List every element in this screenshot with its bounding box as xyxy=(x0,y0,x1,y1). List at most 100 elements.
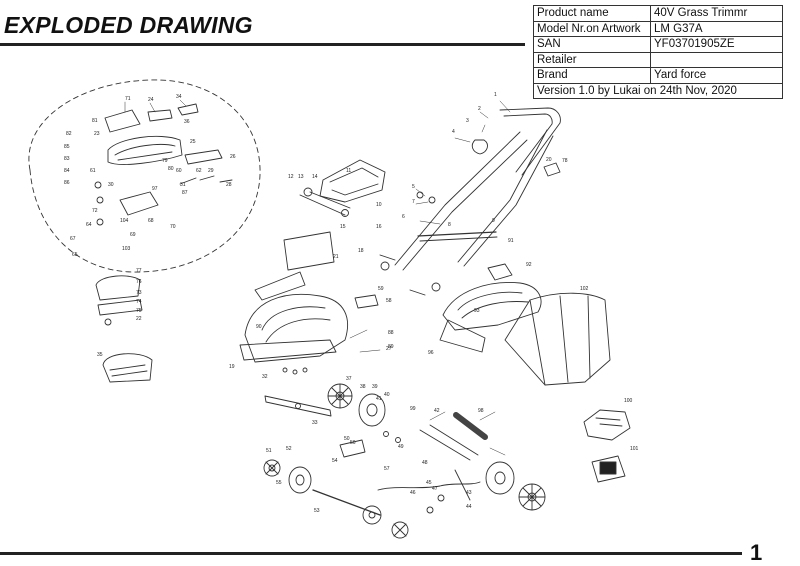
grass-box xyxy=(439,282,611,386)
part-label: 96 xyxy=(428,350,434,356)
part-label: 20 xyxy=(546,157,552,163)
part-label: 42 xyxy=(434,408,440,414)
part-label: 13 xyxy=(298,174,304,180)
part-label: 69 xyxy=(130,232,136,238)
battery-cover xyxy=(94,103,223,226)
part-label: 33 xyxy=(312,420,318,426)
part-label: 4 xyxy=(452,129,455,135)
part-label: 31 xyxy=(180,182,186,188)
part-label: 85 xyxy=(64,144,70,150)
part-label: 104 xyxy=(120,218,129,224)
part-label: 101 xyxy=(630,446,639,452)
part-label: 68 xyxy=(148,218,154,224)
part-label: 61 xyxy=(90,168,96,174)
info-row-brand: Brand Yard force xyxy=(533,67,783,84)
part-label: 56 xyxy=(350,440,356,446)
part-label: 29 xyxy=(208,168,214,174)
part-label: 40 xyxy=(384,392,390,398)
part-label: 5 xyxy=(412,184,415,190)
part-label: 58 xyxy=(386,298,392,304)
wheel-rear-right-outer xyxy=(518,483,546,511)
part-label: 73 xyxy=(136,290,142,296)
part-label: 80 xyxy=(168,166,174,172)
part-label: 41 xyxy=(376,396,382,402)
part-label: 74 xyxy=(136,299,142,305)
info-row-version: Version 1.0 by Lukai on 24th Nov, 2020 xyxy=(533,82,783,99)
part-label: 43 xyxy=(466,490,472,496)
page-title: EXPLODED DRAWING xyxy=(4,12,253,38)
part-label: 76 xyxy=(136,279,142,285)
part-label: 100 xyxy=(624,398,633,404)
part-label: 89 xyxy=(388,344,394,350)
part-label: 79 xyxy=(162,158,168,164)
part-label: 1 xyxy=(494,92,497,98)
part-label: 83 xyxy=(64,156,70,162)
part-label: 32 xyxy=(262,374,268,380)
part-label: 6 xyxy=(402,214,405,220)
part-label: 3 xyxy=(466,118,469,124)
part-label: 72 xyxy=(92,208,98,214)
part-label: 77 xyxy=(136,268,142,274)
part-label: 2 xyxy=(478,106,481,112)
motor-cover xyxy=(299,159,386,217)
part-label: 46 xyxy=(410,490,416,496)
part-label: 97 xyxy=(152,186,158,192)
part-label: 23 xyxy=(94,131,100,137)
part-label: 57 xyxy=(384,466,390,472)
rear-flap xyxy=(102,353,153,383)
part-label: 36 xyxy=(184,119,190,125)
handle-assembly xyxy=(379,107,561,296)
height-adjust-assembly xyxy=(95,275,143,326)
part-label: 38 xyxy=(360,384,366,390)
header-rule xyxy=(0,43,525,46)
part-label: 34 xyxy=(176,94,182,100)
part-label: 8 xyxy=(448,222,451,228)
part-label: 102 xyxy=(580,286,589,292)
part-label: 78 xyxy=(562,158,568,164)
wheel-rear-left xyxy=(327,383,353,409)
part-label: 70 xyxy=(170,224,176,230)
part-label: 52 xyxy=(286,446,292,452)
part-label: 44 xyxy=(466,504,472,510)
wheel-front-left-hub xyxy=(288,466,312,494)
info-value: YF03701905ZE xyxy=(650,36,783,53)
part-label: 27 xyxy=(386,346,392,352)
part-label: 51 xyxy=(266,448,272,454)
info-row-retailer: Retailer xyxy=(533,51,783,68)
part-label: 37 xyxy=(346,376,352,382)
blade xyxy=(264,395,332,417)
part-label: 87 xyxy=(182,190,188,196)
part-label: 10 xyxy=(376,202,382,208)
part-label: 88 xyxy=(388,330,394,336)
subassembly-boundary xyxy=(28,79,261,273)
battery-pack xyxy=(583,409,631,441)
axles xyxy=(312,424,481,516)
part-label: 98 xyxy=(478,408,484,414)
battery-charger xyxy=(591,455,626,483)
part-label: 86 xyxy=(64,180,70,186)
part-label: 9 xyxy=(492,218,495,224)
part-label: 75 xyxy=(136,308,142,314)
part-label: 30 xyxy=(108,182,114,188)
mower-deck xyxy=(239,231,348,363)
part-label: 93 xyxy=(474,308,480,314)
part-label: 71 xyxy=(125,96,131,102)
part-label: 81 xyxy=(92,118,98,124)
part-label: 50 xyxy=(344,436,350,442)
part-label: 64 xyxy=(86,222,92,228)
product-info-table: Product name 40V Grass Trimmr Model Nr.o… xyxy=(533,5,783,99)
part-label: 59 xyxy=(378,286,384,292)
part-label: 26 xyxy=(230,154,236,160)
part-label: 55 xyxy=(276,480,282,486)
part-label: 15 xyxy=(340,224,346,230)
part-label: 49 xyxy=(398,444,404,450)
part-label: 22 xyxy=(136,316,142,322)
part-label: 54 xyxy=(332,458,338,464)
wheel-front-left xyxy=(263,459,281,477)
part-labels: 71 24 34 81 23 36 82 25 85 83 26 84 79 8… xyxy=(64,92,639,514)
part-label: 18 xyxy=(358,248,364,254)
part-label: 53 xyxy=(314,508,320,514)
part-label: 11 xyxy=(346,168,351,174)
part-label: 48 xyxy=(422,460,428,466)
